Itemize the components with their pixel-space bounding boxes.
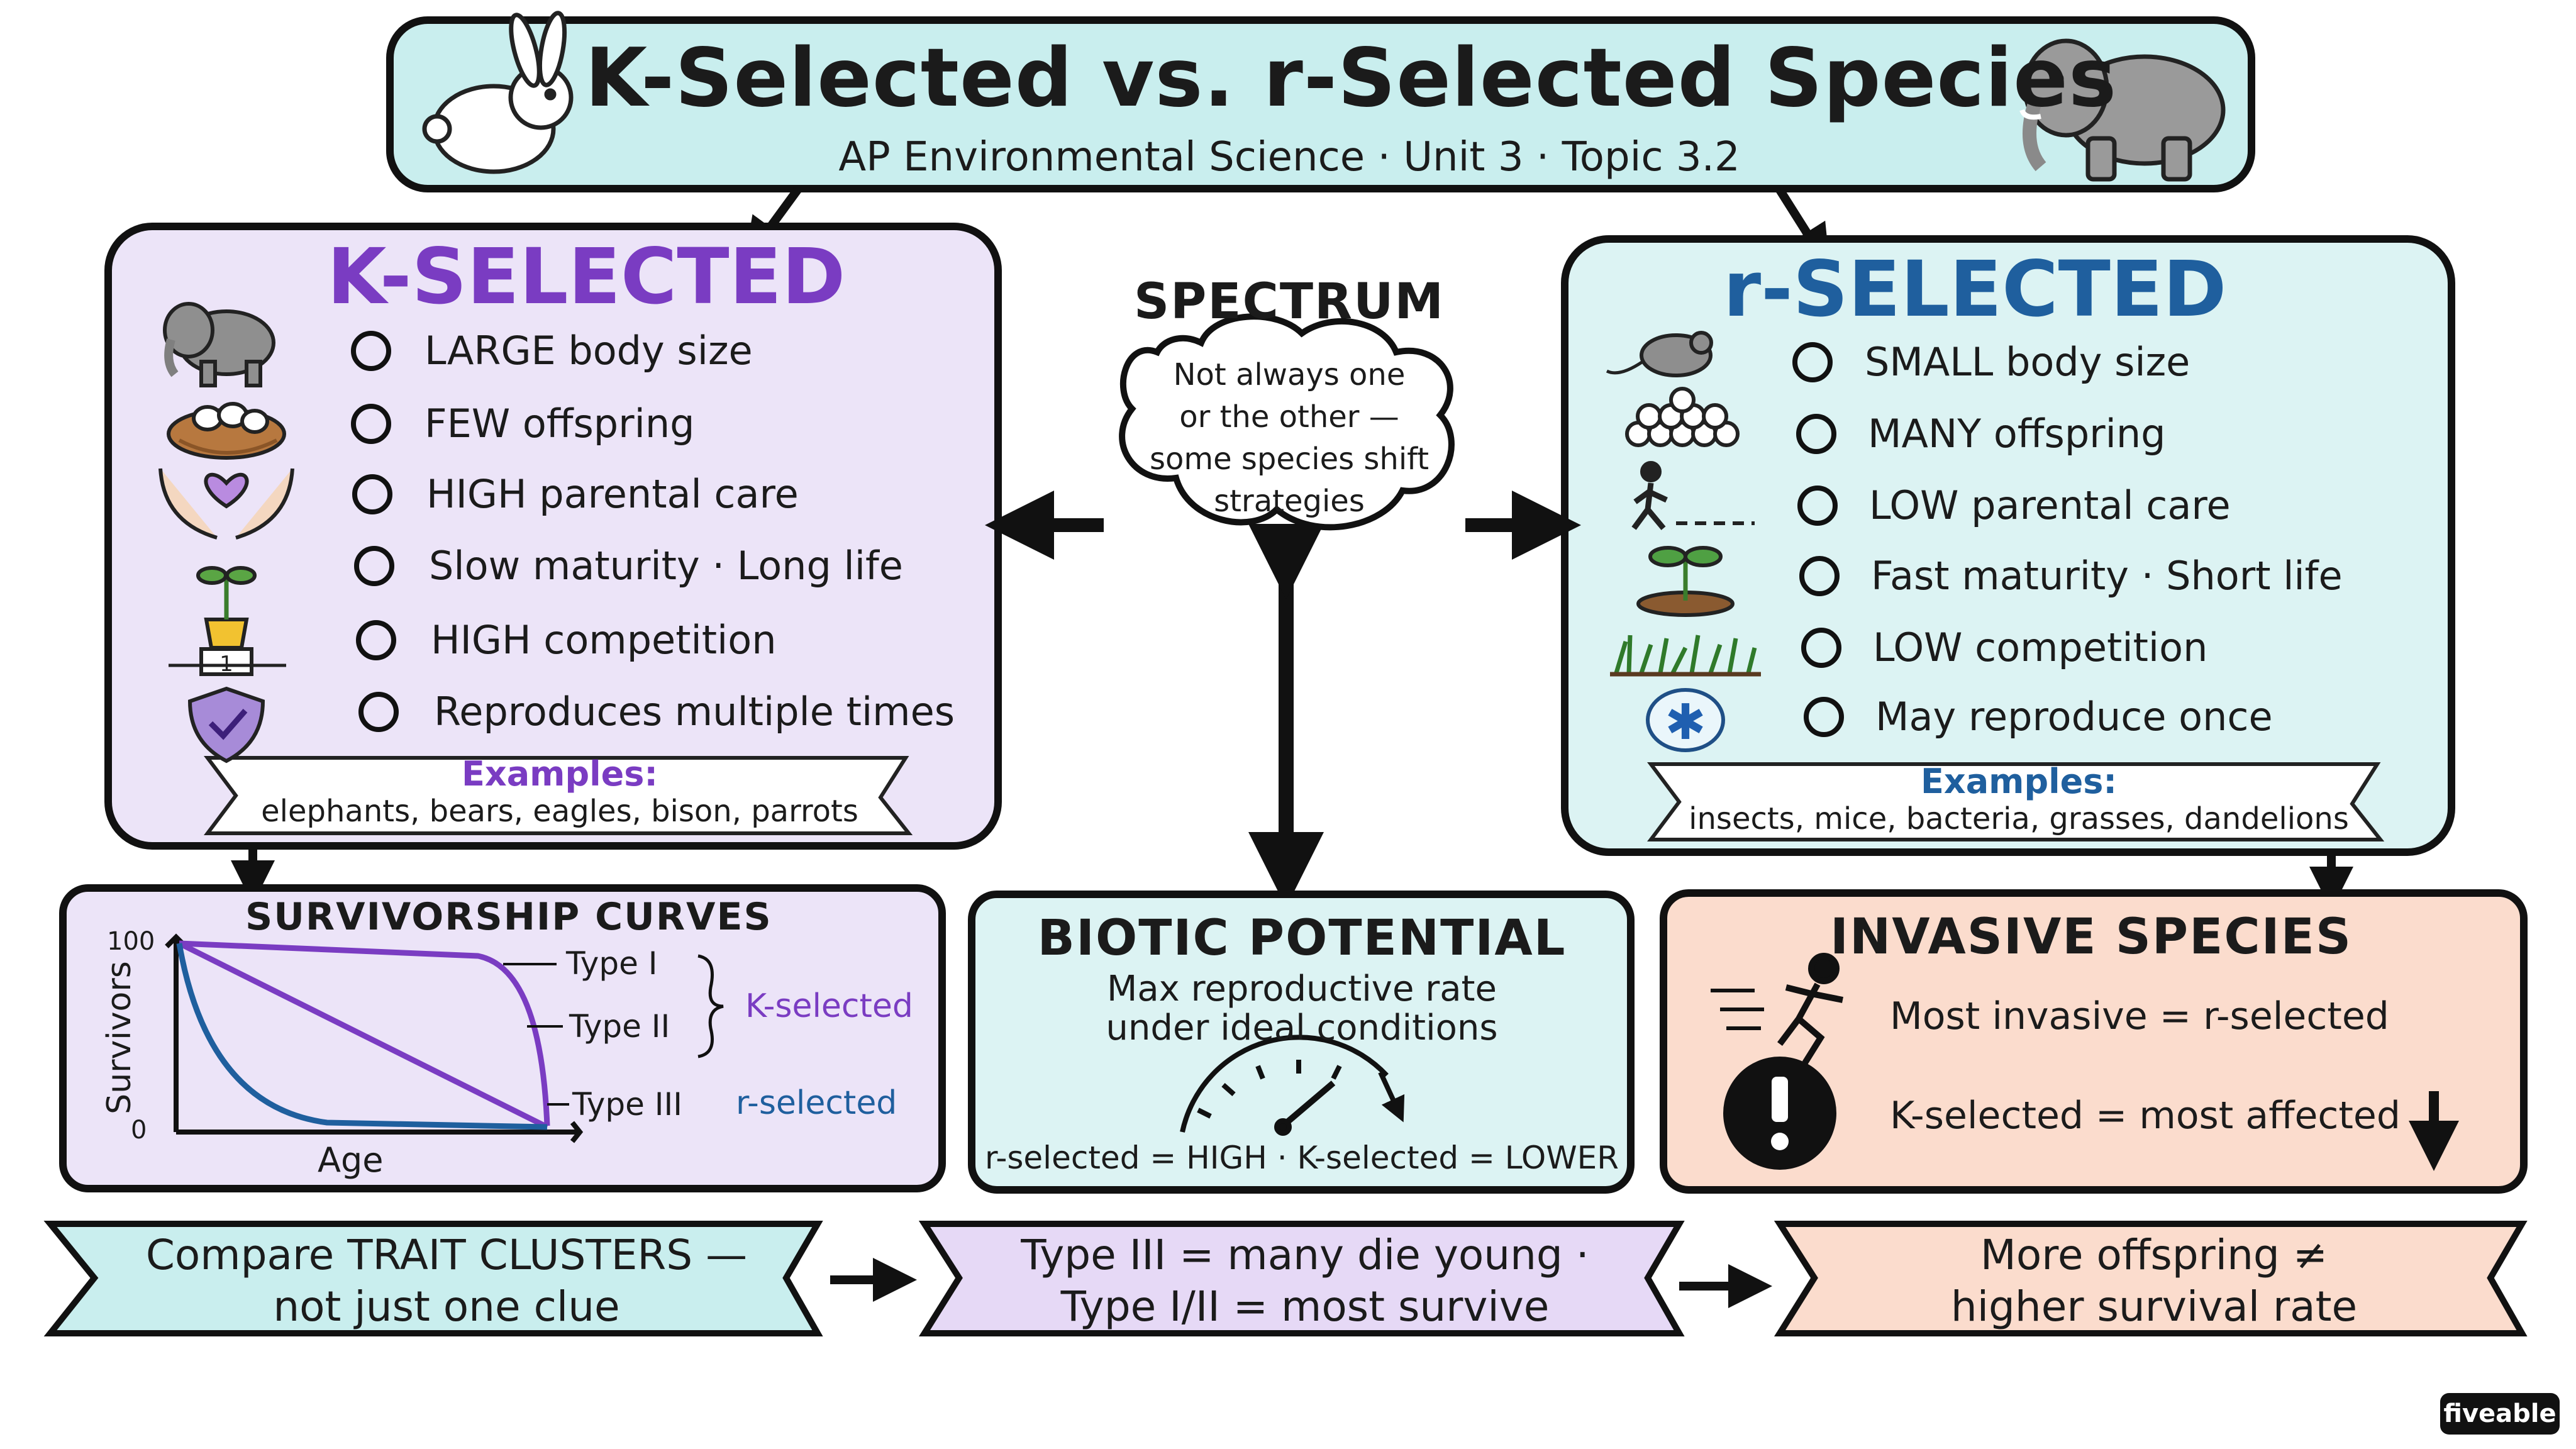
age-axis-label: Age (318, 1140, 384, 1180)
r-examples-ribbon (1647, 762, 2385, 841)
invasive-box (1660, 889, 2528, 1194)
walking-away-icon (1631, 461, 1755, 530)
type-2-curve (177, 940, 549, 1130)
r-trait: MANY offspring (1868, 411, 2166, 457)
survivorship-box (59, 884, 946, 1192)
k-examples: elephants, bears, eagles, bison, parrots (261, 794, 858, 829)
k-trait-icons: 1 (158, 302, 294, 763)
brand-badge (2440, 1393, 2560, 1435)
k-trait: LARGE body size (425, 328, 753, 374)
banner-2-line-2: Type I/II = most survive (1060, 1282, 1550, 1331)
nest-eggs-icon (167, 402, 286, 460)
biotic-line-2: under ideal conditions (1106, 1008, 1498, 1048)
spectrum-cloud (1119, 313, 1455, 531)
page-title: K-Selected vs. r-Selected Species (585, 31, 2118, 125)
r-trait: LOW competition (1873, 625, 2208, 670)
r-selected-curve-label: r-selected (736, 1084, 897, 1122)
speedometer-icon (1180, 1035, 1405, 1136)
type-1-curve (179, 940, 550, 1126)
spectrum-line: or the other — (1179, 399, 1399, 435)
r-selected-title: r-SELECTED (1723, 245, 2227, 334)
podium-icon: 1 (169, 647, 286, 677)
header-box (386, 16, 2255, 192)
k-examples-ribbon (204, 756, 913, 835)
k-trait: Slow maturity · Long life (429, 543, 903, 589)
banner-1-shape (43, 1221, 823, 1336)
r-trait-bullets (1792, 342, 1844, 737)
spectrum-line: strategies (1214, 484, 1365, 519)
banner-2: Type III = many die young · Type I/II = … (969, 1230, 1641, 1333)
k-trait: Reproduces multiple times (434, 689, 955, 735)
r-trait: SMALL body size (1865, 339, 2190, 385)
svg-text:✱: ✱ (1665, 694, 1706, 751)
type-3-label: Type III (572, 1086, 682, 1123)
svg-text:1: 1 (219, 652, 233, 677)
biotic-title: BIOTIC POTENTIAL (1037, 910, 1567, 967)
invasive-line-1: Most invasive = r-selected (1890, 994, 2389, 1038)
banner-3-line-2: higher survival rate (1950, 1282, 2358, 1331)
survivors-axis-label: Survivors (101, 961, 138, 1114)
banner-1: Compare TRAIT CLUSTERS — not just one cl… (107, 1230, 786, 1333)
spectrum-title: SPECTRUM (1133, 274, 1445, 330)
sprout-icon (1636, 546, 1735, 617)
k-selected-curve-label: K-selected (745, 987, 913, 1025)
r-trait: Fast maturity · Short life (1871, 553, 2343, 599)
biotic-footer: r-selected = HIGH · K-selected = LOWER (984, 1140, 1619, 1176)
k-trait: HIGH competition (431, 617, 777, 663)
k-selected-title: K-SELECTED (327, 232, 846, 321)
type-1-label: Type I (566, 945, 658, 982)
page-subtitle: AP Environmental Science · Unit 3 · Topi… (838, 134, 1740, 180)
r-trait-icons: ✱ (1606, 331, 1761, 752)
exclamation-icon (1723, 1057, 1836, 1170)
y-tick-min: 0 (131, 1116, 147, 1145)
type-2-label: Type II (569, 1008, 670, 1045)
shield-check-icon (187, 686, 265, 763)
elephant-icon (2019, 38, 2226, 182)
banner-3-shape (1774, 1221, 2528, 1336)
asterisk-icon: ✱ (1646, 688, 1725, 752)
banner-1-line-2: not just one clue (273, 1282, 620, 1331)
k-examples-label: Examples: (462, 754, 658, 794)
r-examples: insects, mice, bacteria, grasses, dandel… (1689, 801, 2349, 836)
grass-icon (1610, 635, 1761, 677)
rabbit-icon (422, 11, 574, 174)
running-person-icon (1711, 953, 1843, 1065)
spectrum-line: some species shift (1149, 441, 1430, 477)
banner-1-line-1: Compare TRAIT CLUSTERS — (145, 1231, 748, 1279)
biotic-line-1: Max reproductive rate (1107, 969, 1497, 1009)
mouse-icon (1606, 331, 1713, 377)
r-trait: LOW parental care (1869, 482, 2231, 528)
spectrum-line: Not always one (1173, 357, 1406, 392)
type-3-curve (176, 943, 548, 1130)
brand-label: fiveable (2443, 1399, 2557, 1428)
biotic-box (968, 891, 1635, 1194)
k-trait: FEW offspring (425, 401, 695, 447)
banner-3: More offspring ≠ higher survival rate (1824, 1230, 2484, 1333)
survivorship-title: SURVIVORSHIP CURVES (245, 895, 772, 939)
k-trait-bullets (351, 331, 399, 732)
k-brace (697, 954, 724, 1058)
banner-3-line-1: More offspring ≠ (1980, 1231, 2328, 1279)
banner-2-line-1: Type III = many die young · (1021, 1231, 1589, 1279)
k-trait: HIGH parental care (426, 471, 799, 517)
banner-2-shape (918, 1221, 1685, 1336)
invasive-line-2: K-selected = most affected (1890, 1094, 2401, 1138)
y-tick-max: 100 (107, 927, 155, 956)
r-examples-label: Examples: (1921, 762, 2117, 801)
invasive-title: INVASIVE SPECIES (1830, 909, 2353, 965)
elephant-icon (163, 302, 275, 387)
r-trait: May reproduce once (1875, 694, 2273, 740)
many-eggs-icon (1625, 387, 1740, 447)
heart-hands-icon (158, 468, 294, 540)
